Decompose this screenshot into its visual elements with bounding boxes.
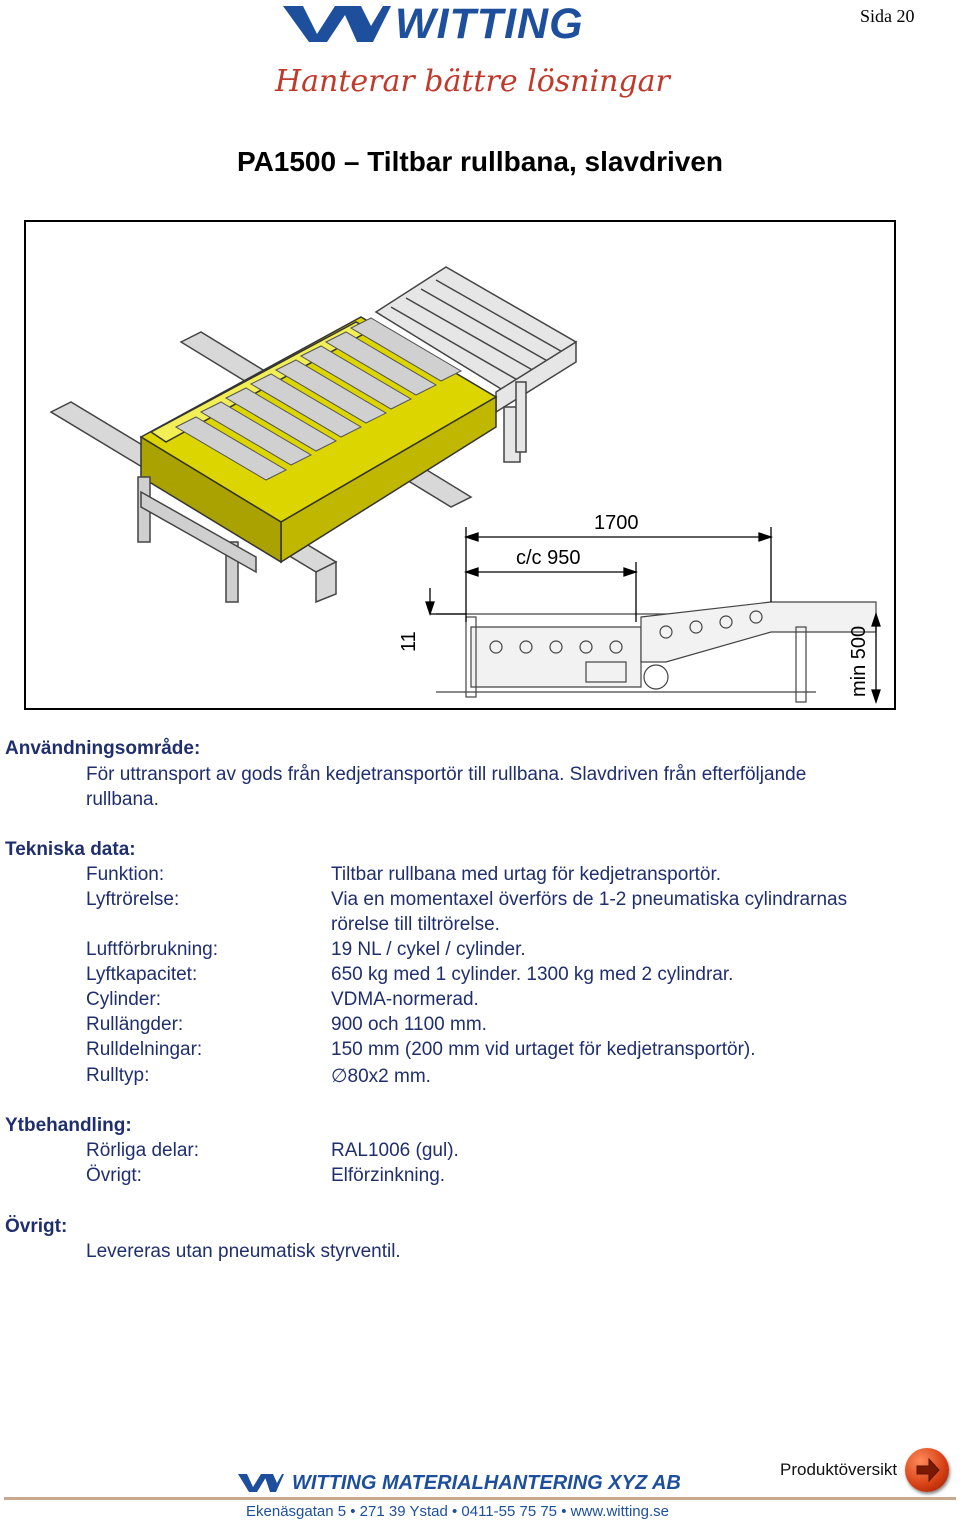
other-heading: Övrigt: <box>5 1216 68 1237</box>
tech-value-roller-length: 900 och 1100 mm. <box>331 1014 487 1035</box>
usage-text-line1: För uttransport av gods från kedjetransp… <box>86 764 807 785</box>
usage-heading: Användningsområde: <box>5 738 201 759</box>
tech-label-air: Luftförbrukning: <box>86 939 219 960</box>
tech-label-cylinder: Cylinder: <box>86 989 161 1010</box>
tech-label-lift-motion: Lyftrörelse: <box>86 889 180 910</box>
conveyor-drawing <box>49 266 881 705</box>
rear-roller-section <box>374 266 578 463</box>
surface-value-moving: RAL1006 (gul). <box>331 1140 459 1161</box>
arrow-right-icon <box>916 1457 940 1483</box>
tech-heading: Tekniska data: <box>5 839 136 860</box>
product-overview-button[interactable] <box>905 1448 949 1492</box>
tech-value-cylinder: VDMA-normerad. <box>331 989 479 1010</box>
tech-value-function: Tiltbar rullbana med urtag för kedjetran… <box>331 864 722 885</box>
tech-value-capacity: 650 kg med 1 cylinder. 1300 kg med 2 cyl… <box>331 964 734 985</box>
page-title: PA1500 – Tiltbar rullbana, slavdriven <box>236 146 724 177</box>
side-view-drawing <box>436 601 877 703</box>
rollers <box>174 317 463 481</box>
tech-value-roller-pitch: 150 mm (200 mm vid urtaget för kedjetran… <box>331 1039 756 1060</box>
dimension-left-height: 11 <box>398 631 420 652</box>
footer-company-name: WITTING MATERIALHANTERING XYZ AB <box>292 1472 681 1494</box>
footer-address: Ekenäsgatan 5 • 271 39 Ystad • 0411-55 7… <box>246 1503 669 1520</box>
tech-label-roller-type: Rulltyp: <box>86 1065 150 1086</box>
tech-value-air: 19 NL / cykel / cylinder. <box>331 939 526 960</box>
page-number: Sida 20 <box>860 6 915 26</box>
tech-label-roller-length: Rullängder: <box>86 1014 184 1035</box>
surface-value-other: Elförzinkning. <box>331 1165 446 1186</box>
brand-name: WITTING <box>395 0 584 48</box>
support-legs <box>137 476 257 603</box>
usage-text-line2: rullbana. <box>86 789 159 810</box>
surface-heading: Ytbehandling: <box>5 1115 132 1136</box>
dimension-lines <box>425 527 881 705</box>
tech-label-roller-pitch: Rulldelningar: <box>86 1039 203 1060</box>
footer-divider <box>4 1497 956 1500</box>
tech-label-capacity: Lyftkapacitet: <box>86 964 198 985</box>
product-overview-label[interactable]: Produktöversikt <box>780 1460 898 1479</box>
dimension-cc: c/c 950 <box>516 547 581 569</box>
other-text: Levereras utan pneumatisk styrventil. <box>86 1241 401 1262</box>
dimension-min-height: min 500 <box>848 625 870 697</box>
footer-logo-icon <box>238 1474 284 1492</box>
surface-label-moving: Rörliga delar: <box>86 1140 199 1161</box>
tech-value-lift-motion: Via en momentaxel överförs de 1-2 pneuma… <box>331 889 848 910</box>
tech-label-function: Funktion: <box>86 864 165 885</box>
surface-label-other: Övrigt: <box>86 1165 142 1186</box>
tech-value-roller-type: ∅80x2 mm. <box>331 1066 431 1087</box>
tech-value-lift-motion-cont: rörelse till tiltrörelse. <box>331 914 500 935</box>
product-figure: 1700 c/c 950 11 min 500 <box>24 220 896 710</box>
witting-logo-icon <box>283 6 391 42</box>
brand-tagline: Hanterar bättre lösningar <box>275 64 670 99</box>
dimension-overall: 1700 <box>594 512 639 534</box>
